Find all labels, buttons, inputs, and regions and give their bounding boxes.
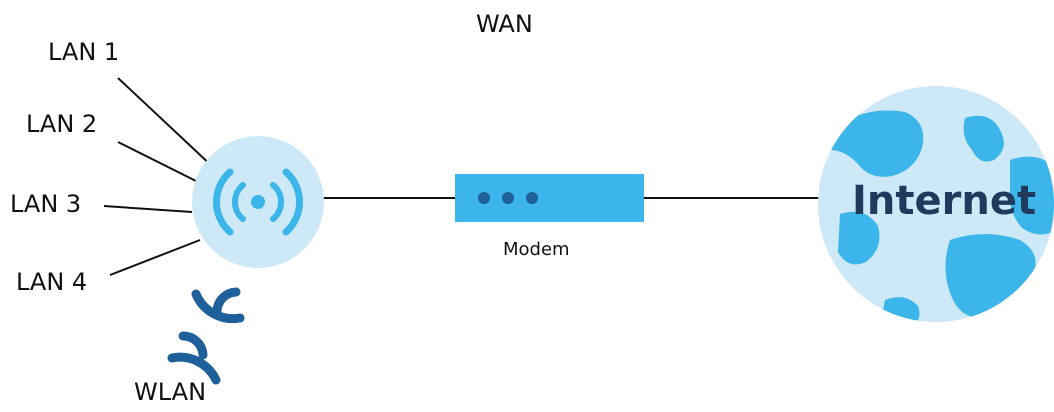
lan4-link	[109, 239, 201, 276]
wireless-signal-icon	[213, 168, 303, 236]
modem	[455, 174, 644, 222]
connection-lines	[103, 77, 830, 276]
wan-label: WAN	[476, 10, 533, 38]
internet-label: Internet	[852, 178, 1036, 224]
wlan-label: WLAN	[134, 378, 206, 406]
lan1-link	[117, 77, 215, 169]
lan2-link	[117, 141, 199, 183]
globe-icon	[818, 86, 1054, 322]
modem-led	[526, 192, 538, 204]
lan3-label: LAN 3	[10, 190, 81, 218]
modem-label: Modem	[503, 239, 570, 260]
lan1-label: LAN 1	[48, 38, 119, 66]
router	[192, 136, 324, 268]
modem-led	[478, 192, 490, 204]
wifi-signal-icon	[167, 287, 245, 385]
lan4-label: LAN 4	[16, 268, 87, 296]
lan3-link	[103, 205, 193, 213]
modem-led	[502, 192, 514, 204]
lan2-label: LAN 2	[26, 110, 97, 138]
